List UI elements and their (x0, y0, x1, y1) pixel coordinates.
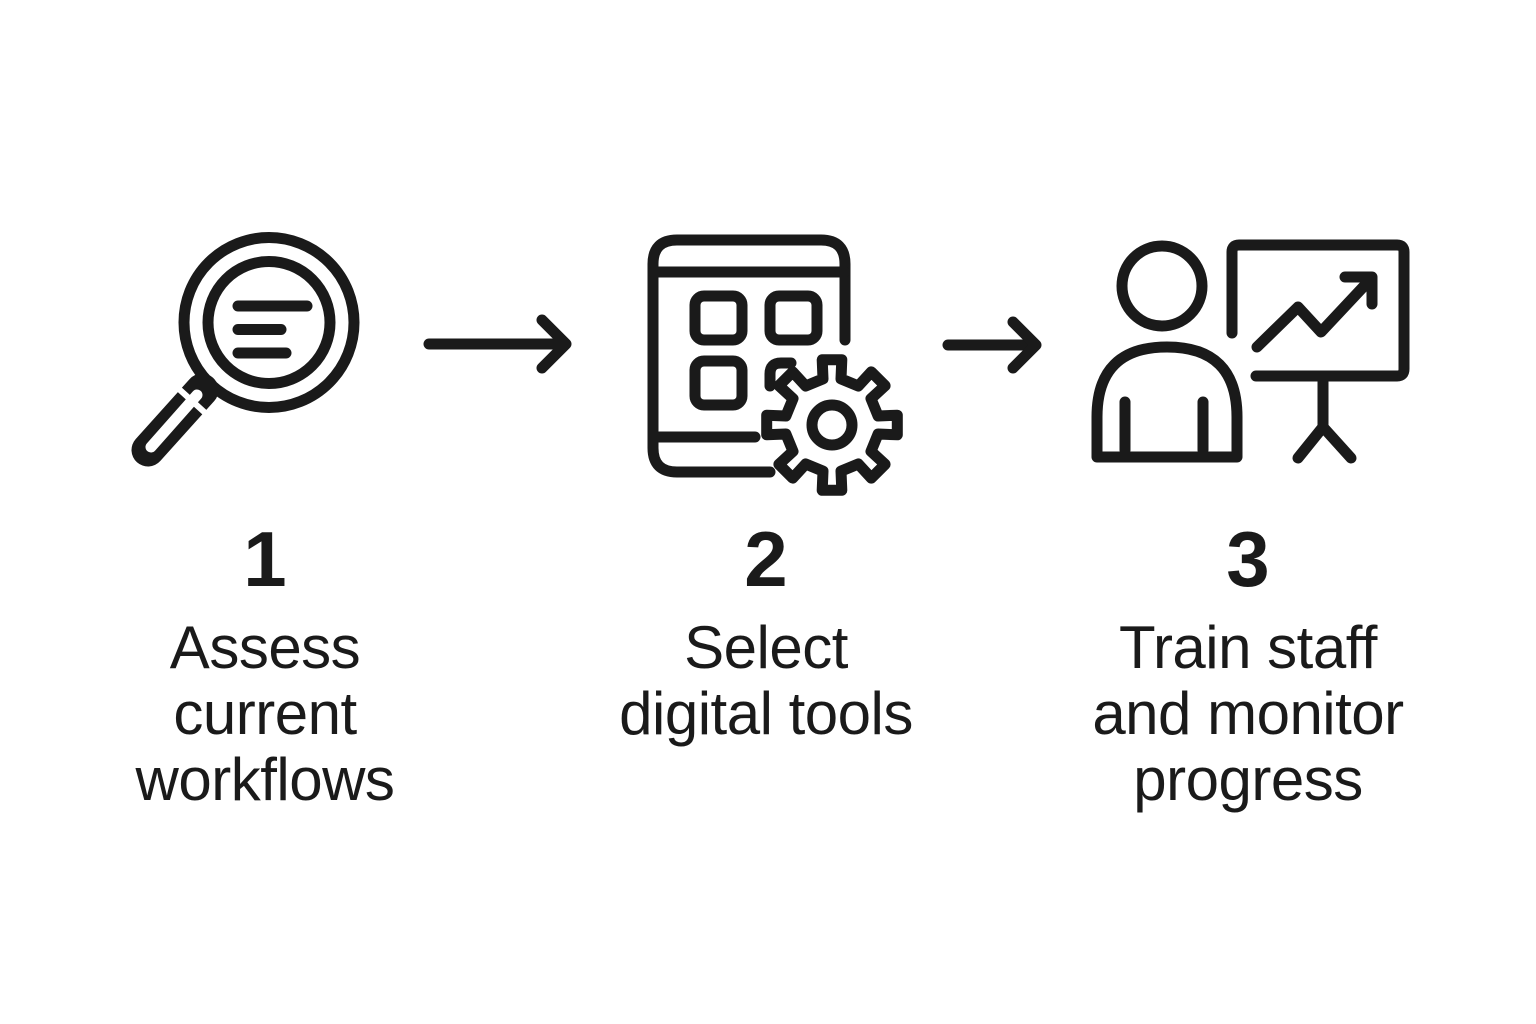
step-1-number: 1 (243, 515, 287, 603)
label-line: Select (684, 614, 848, 681)
right-arrow-icon (942, 316, 1042, 374)
label-line: Train staff (1119, 614, 1377, 681)
step-1-label: Assess current workflows (35, 615, 495, 813)
trainer-presentation-chart-icon (1091, 239, 1410, 464)
tripod-stand-icon (1292, 374, 1357, 464)
step-2-number: 2 (744, 515, 788, 603)
step-3-number: 3 (1226, 515, 1270, 603)
trend-arrowhead-icon (1339, 271, 1378, 310)
label-line: digital tools (619, 680, 913, 747)
label-line: Assess (169, 614, 361, 681)
step-2-label: Select digital tools (536, 615, 996, 747)
gear-icon (761, 354, 903, 496)
trend-line-icon (1251, 278, 1372, 353)
right-arrow-icon (423, 314, 572, 374)
app-square-partial-icon (764, 357, 797, 392)
step-3-label: Train staff and monitor progress (1018, 615, 1478, 813)
label-line: workflows (135, 746, 395, 813)
label-line: progress (1133, 746, 1363, 813)
label-line: and monitor (1092, 680, 1404, 747)
app-square-icon (764, 290, 823, 346)
app-square-icon (689, 290, 748, 346)
app-square-icon (689, 355, 748, 411)
tablet-apps-gear-icon (647, 234, 903, 496)
label-line: current (173, 680, 357, 747)
person-icon (1091, 240, 1243, 463)
presentation-board-icon (1226, 239, 1410, 464)
magnifier-document-icon (131, 232, 360, 467)
